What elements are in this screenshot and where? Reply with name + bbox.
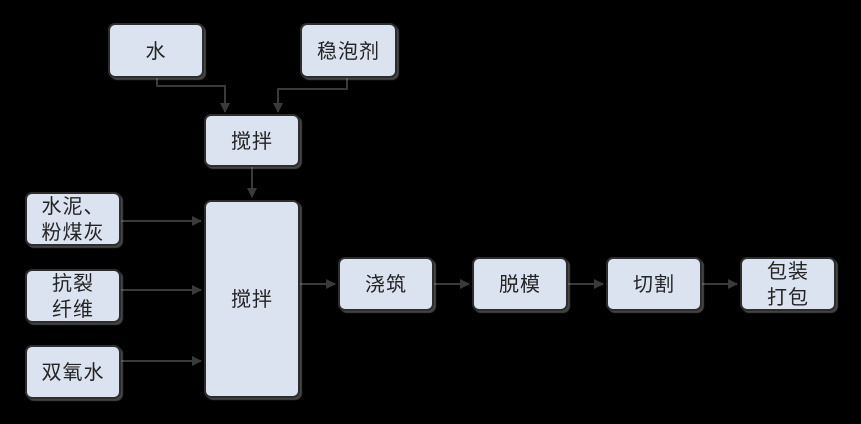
node-premix: 搅拌 bbox=[204, 114, 300, 167]
node-pouring-label: 浇筑 bbox=[365, 272, 407, 296]
node-cement-flyash-label: 水泥、 粉煤灰 bbox=[41, 194, 105, 244]
node-cement-flyash: 水泥、 粉煤灰 bbox=[25, 192, 121, 246]
node-cutting-label: 切割 bbox=[633, 272, 675, 296]
node-water: 水 bbox=[108, 23, 204, 78]
node-water-label: 水 bbox=[145, 38, 167, 63]
node-hydrogen-peroxide-label: 双氧水 bbox=[41, 360, 105, 384]
node-packaging-label: 包装 打包 bbox=[767, 259, 809, 309]
connector-foam-to-premix bbox=[273, 78, 348, 113]
node-anticrack-fiber-label: 抗裂 纤维 bbox=[52, 271, 94, 321]
node-packaging: 包装 打包 bbox=[740, 257, 836, 311]
node-foam-stabilizer: 稳泡剂 bbox=[300, 23, 397, 78]
node-foam-stabilizer-label: 稳泡剂 bbox=[317, 38, 380, 63]
node-cutting: 切割 bbox=[606, 257, 702, 311]
node-main-mix: 搅拌 bbox=[204, 200, 300, 398]
node-hydrogen-peroxide: 双氧水 bbox=[25, 345, 121, 399]
node-demolding-label: 脱模 bbox=[499, 272, 541, 296]
connector-water-to-premix bbox=[156, 78, 230, 113]
node-main-mix-label: 搅拌 bbox=[231, 287, 273, 311]
node-demolding: 脱模 bbox=[472, 257, 568, 311]
node-anticrack-fiber: 抗裂 纤维 bbox=[25, 269, 121, 323]
node-premix-label: 搅拌 bbox=[231, 128, 273, 153]
node-pouring: 浇筑 bbox=[338, 257, 434, 311]
